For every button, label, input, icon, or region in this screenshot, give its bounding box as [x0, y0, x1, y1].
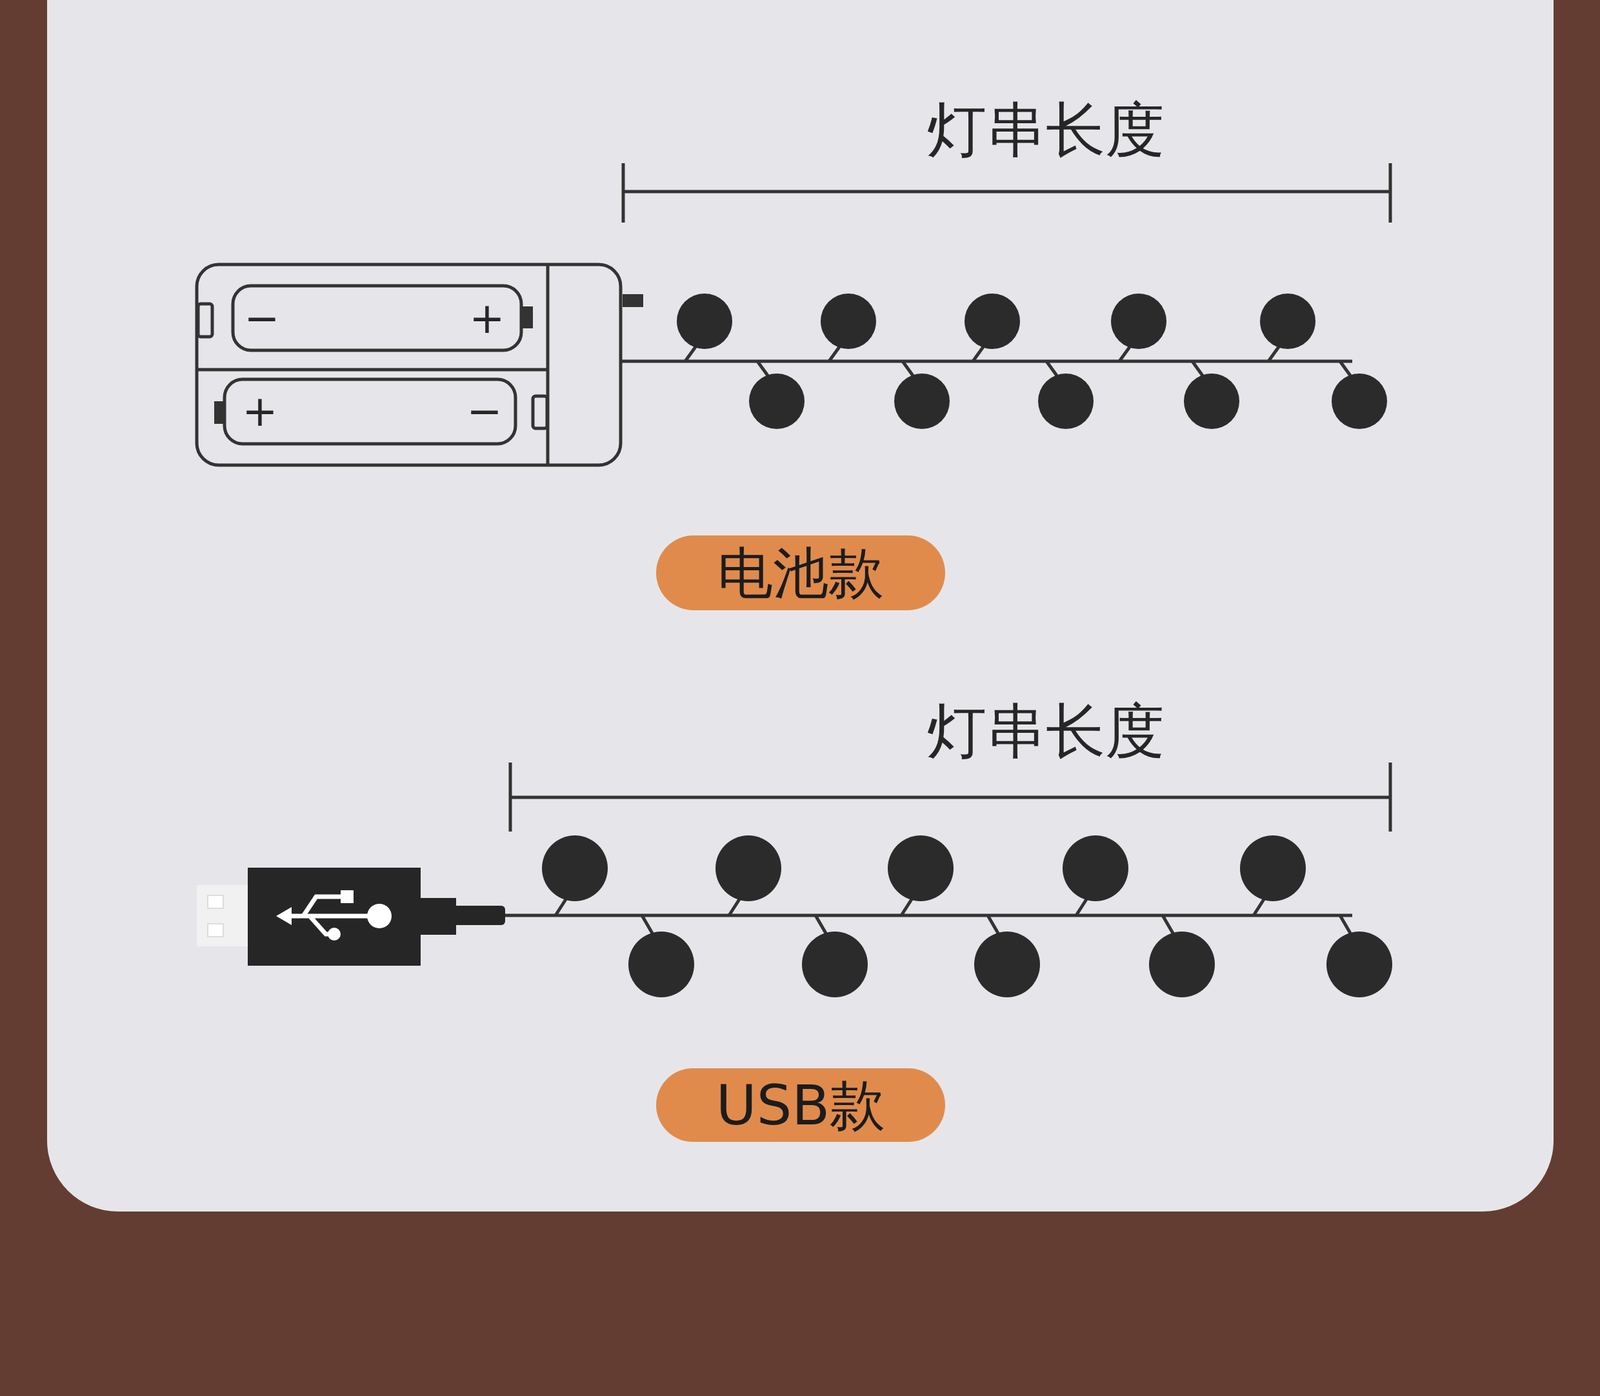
bulb-stem	[902, 361, 915, 378]
panel	[47, 0, 1554, 1212]
bulb-stem	[1162, 915, 1175, 936]
bulb	[820, 293, 877, 350]
wire	[505, 914, 1353, 918]
bulb	[1062, 835, 1129, 902]
bulb-stem	[1119, 345, 1131, 362]
bulb	[1149, 931, 1215, 998]
bulbs	[541, 293, 1393, 998]
bulb-stem	[1192, 361, 1204, 378]
polarity-sign: +	[241, 388, 278, 436]
bulb	[1038, 373, 1094, 430]
bulb	[801, 931, 868, 998]
bulb-stem	[815, 915, 828, 936]
dimension-label: 灯串长度	[927, 97, 1165, 163]
bulb-stem	[729, 897, 741, 916]
bulb-stem	[1268, 345, 1280, 362]
usb-symbol-heads	[276, 890, 392, 941]
bulb-stem	[1340, 361, 1352, 378]
bulb	[974, 931, 1040, 998]
bulb	[1110, 293, 1167, 350]
bulb	[894, 373, 950, 430]
bulb	[715, 835, 782, 902]
bulb	[1326, 931, 1393, 998]
bulb-stem	[555, 897, 568, 916]
bulb-stem	[1340, 915, 1352, 936]
bulb-stem	[1046, 361, 1059, 378]
bulb	[749, 373, 805, 430]
bulb	[628, 931, 695, 998]
bulb-stem	[829, 345, 841, 362]
bulb-stem	[1253, 897, 1266, 916]
switch-nub	[622, 294, 644, 308]
bulb	[1331, 373, 1388, 430]
battery-terminal	[214, 401, 225, 424]
pill-text: USB款	[716, 1074, 886, 1137]
bulb-stem	[757, 361, 770, 378]
bulb	[1183, 373, 1240, 430]
bulb	[676, 293, 733, 350]
bulb-stem	[972, 345, 985, 362]
polarity-sign: +	[469, 295, 505, 343]
pill-text: 电池款	[717, 542, 884, 604]
bulb	[964, 293, 1020, 350]
bulb-stem	[641, 915, 654, 936]
bulb-stem	[685, 345, 697, 362]
bulb	[887, 835, 954, 902]
polarity-sign: −	[243, 295, 280, 343]
bulb	[541, 835, 608, 902]
usb-plug	[196, 867, 506, 966]
battery-terminal	[521, 306, 533, 329]
wire	[620, 360, 1353, 364]
label-pill: USB款	[656, 1068, 946, 1142]
bulb	[1240, 835, 1306, 902]
bulb	[1260, 293, 1316, 350]
bulb-stem	[987, 915, 1000, 936]
bulb-stem	[1076, 897, 1088, 916]
polarity-sign: −	[466, 388, 502, 436]
dimension-lines	[510, 163, 1391, 832]
bulb-stem	[901, 897, 913, 916]
battery-box	[196, 264, 621, 466]
dimension-label: 灯串长度	[927, 698, 1165, 764]
label-pill: 电池款	[656, 535, 946, 611]
